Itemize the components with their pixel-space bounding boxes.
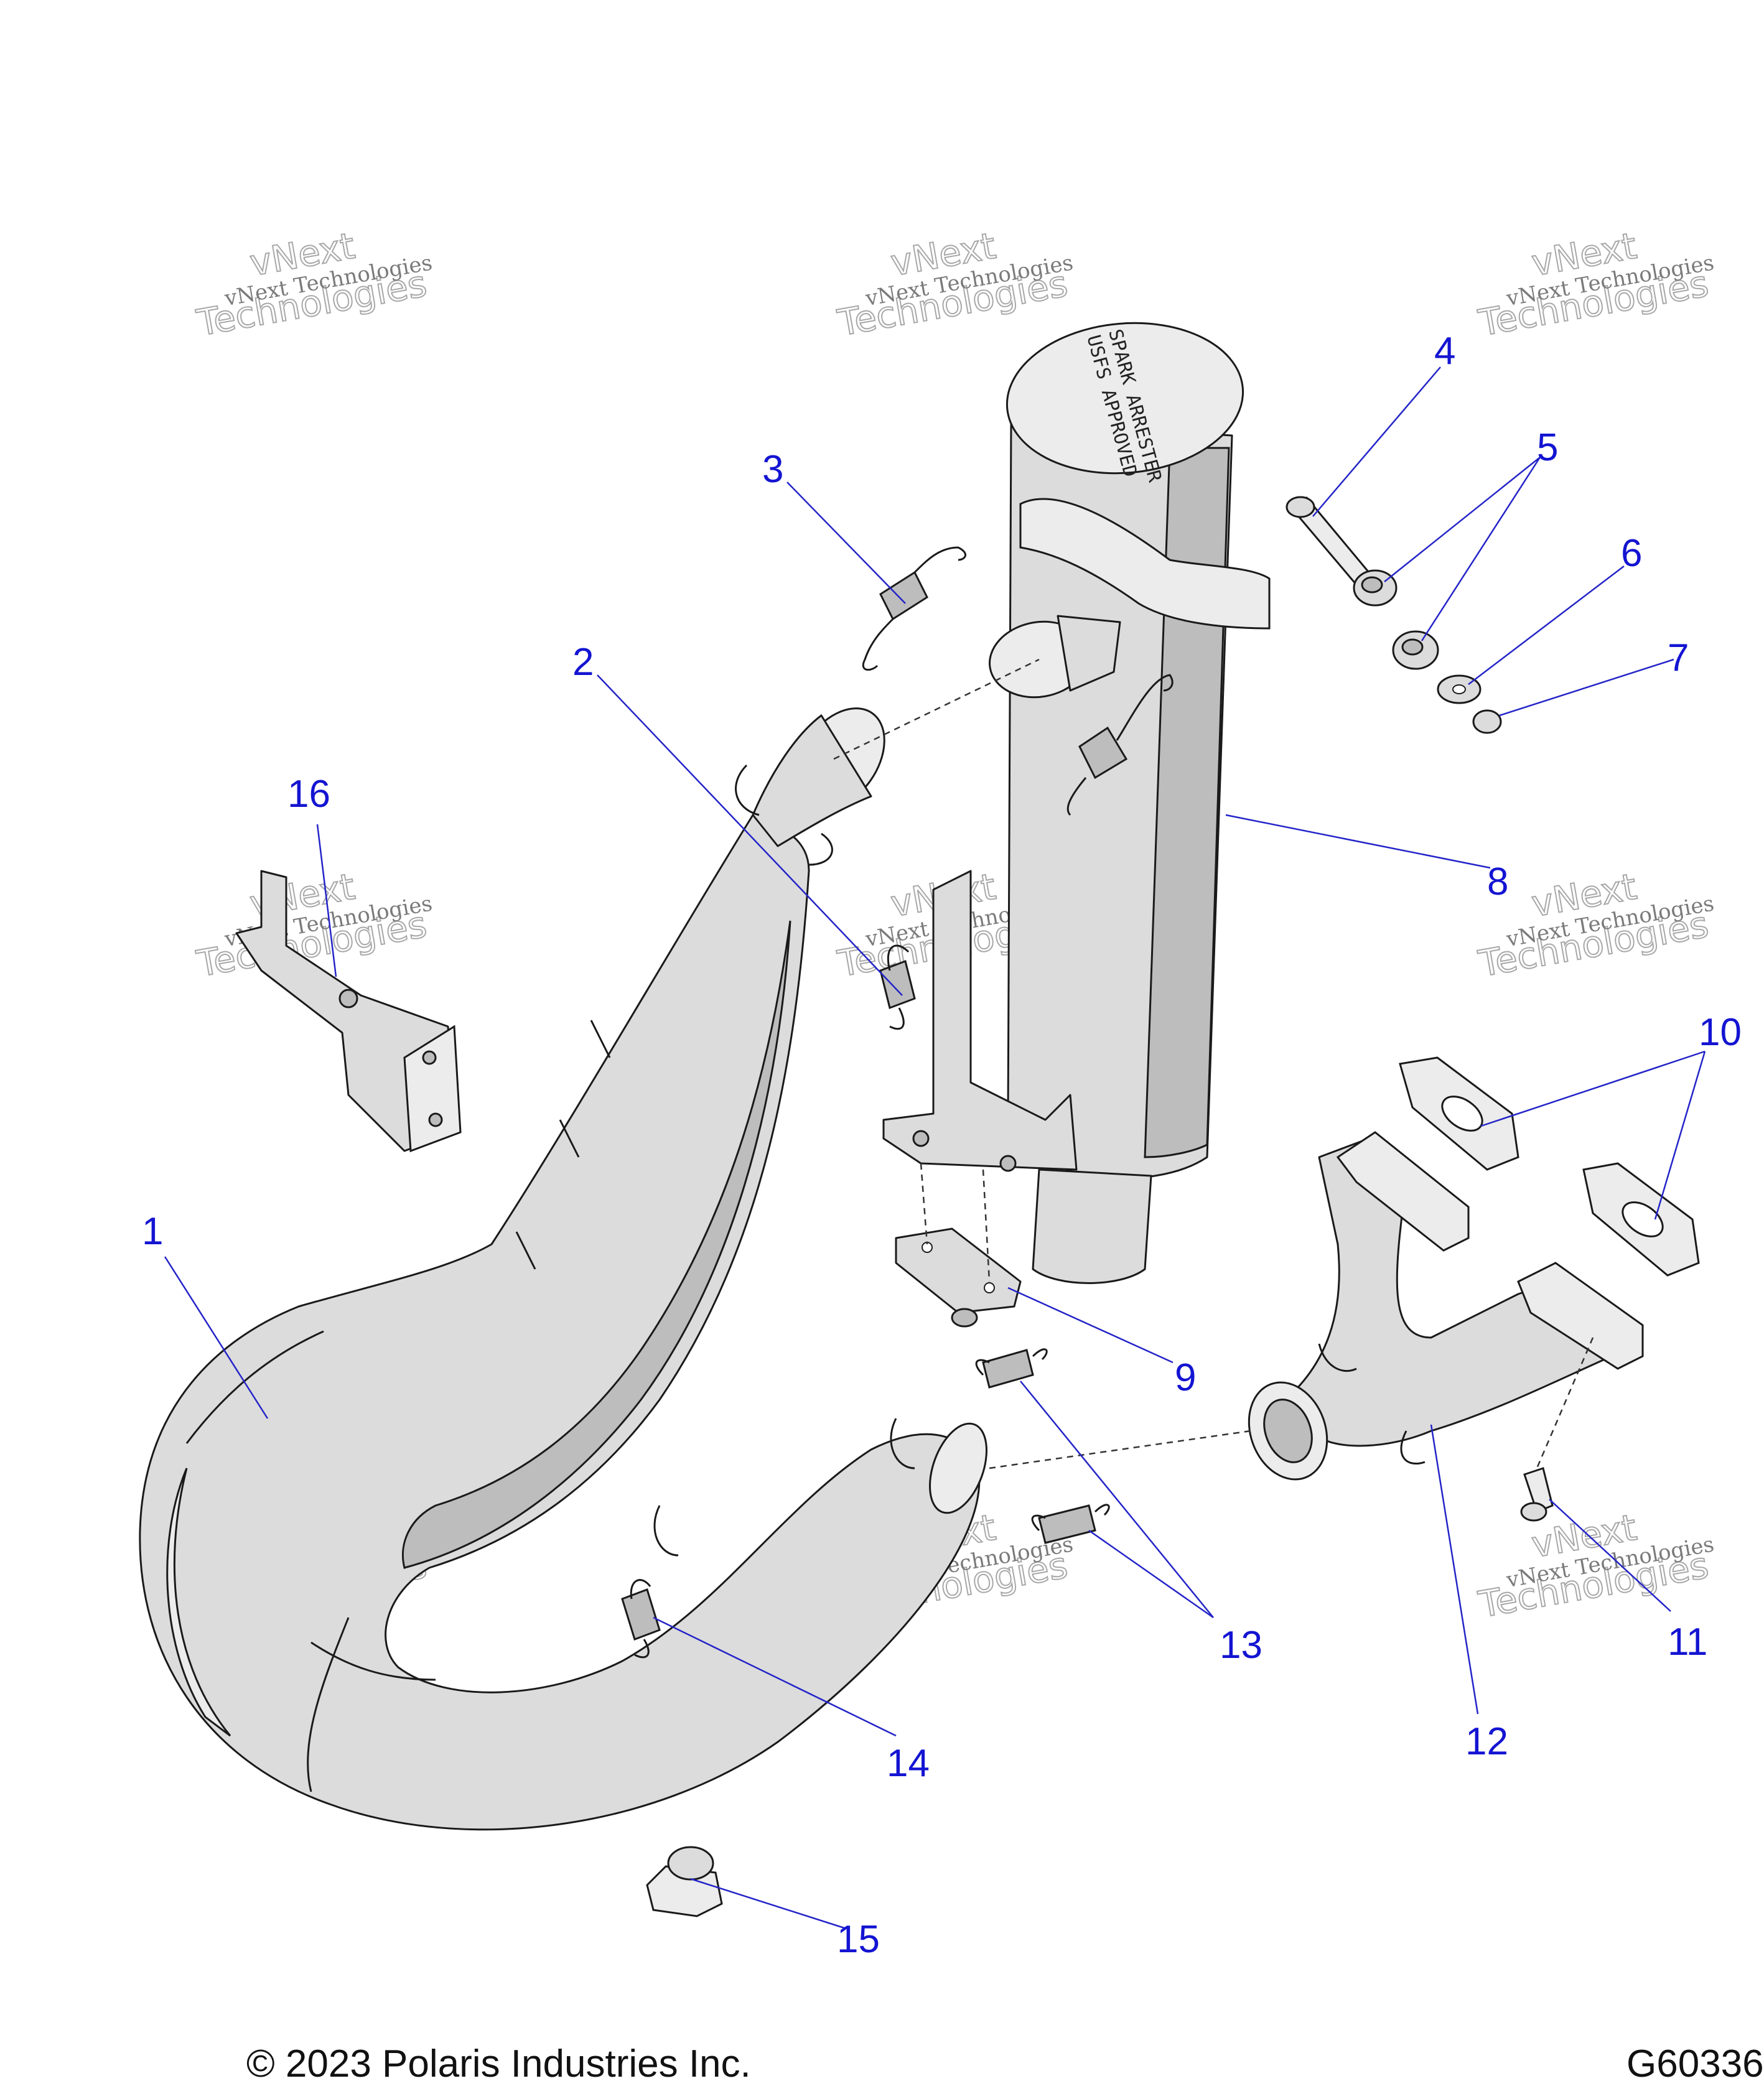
muffler-end-cap: [1006, 322, 1244, 475]
watermark: vNext Technologies vNext Technologies: [834, 224, 1075, 345]
part-7-nut: [1472, 709, 1502, 734]
callout-15: 15: [837, 1918, 880, 1961]
callout-2: 2: [572, 641, 594, 684]
callout-5: 5: [1537, 426, 1558, 469]
part-8-muffler: SPARK ARRESTER USFS APPROVED: [882, 322, 1271, 1284]
callouts: 1 2 3 4 5 6 7 8 9 10 11 12 13 14 15 16: [142, 330, 1742, 1961]
callout-14: 14: [887, 1742, 930, 1785]
part-15-plug: [646, 1846, 723, 1917]
callout-11: 11: [1668, 1621, 1707, 1664]
part-10-gaskets: [1399, 1056, 1700, 1277]
callout-6: 6: [1621, 532, 1642, 575]
callout-3: 3: [762, 448, 783, 491]
watermark: vNext Technologies vNext Technologies: [1475, 1506, 1716, 1627]
part-5-grommet: [1392, 630, 1439, 670]
copyright-notice: © 2023 Polaris Industries Inc.: [246, 2042, 751, 2085]
callout-12: 12: [1465, 1720, 1508, 1763]
part-1-exhaust-pipe: [139, 707, 988, 1831]
part-14-spring: [621, 1579, 661, 1659]
watermark: vNext Technologies vNext Technologies: [193, 224, 434, 345]
figure-id: G60336: [1626, 2042, 1764, 2085]
part-3-spring: [862, 546, 966, 671]
part-4-bolt: [1286, 496, 1371, 587]
part-13-spring: [1031, 1504, 1110, 1544]
part-9-plate: [895, 1227, 1022, 1328]
part-2-spring: [879, 944, 916, 1030]
callout-9: 9: [1175, 1356, 1196, 1399]
callout-1: 1: [142, 1210, 163, 1253]
part-11-bolt: [1520, 1467, 1554, 1522]
callout-8: 8: [1487, 860, 1508, 903]
callout-4: 4: [1434, 330, 1455, 373]
watermark: vNext Technologies vNext Technologies: [1475, 224, 1716, 345]
spring: [1066, 674, 1174, 816]
callout-16: 16: [287, 773, 330, 816]
callout-10: 10: [1699, 1011, 1742, 1054]
callout-13: 13: [1220, 1624, 1262, 1667]
callout-7: 7: [1668, 636, 1689, 679]
part-5-grommet: [1353, 569, 1398, 607]
part-12-exhaust-manifold: [1248, 1131, 1644, 1481]
part-13-spring: [975, 1348, 1048, 1389]
part-16-bracket: [235, 870, 462, 1153]
leader-lines: [164, 366, 1706, 1930]
alignment-lines: [833, 658, 1594, 1469]
